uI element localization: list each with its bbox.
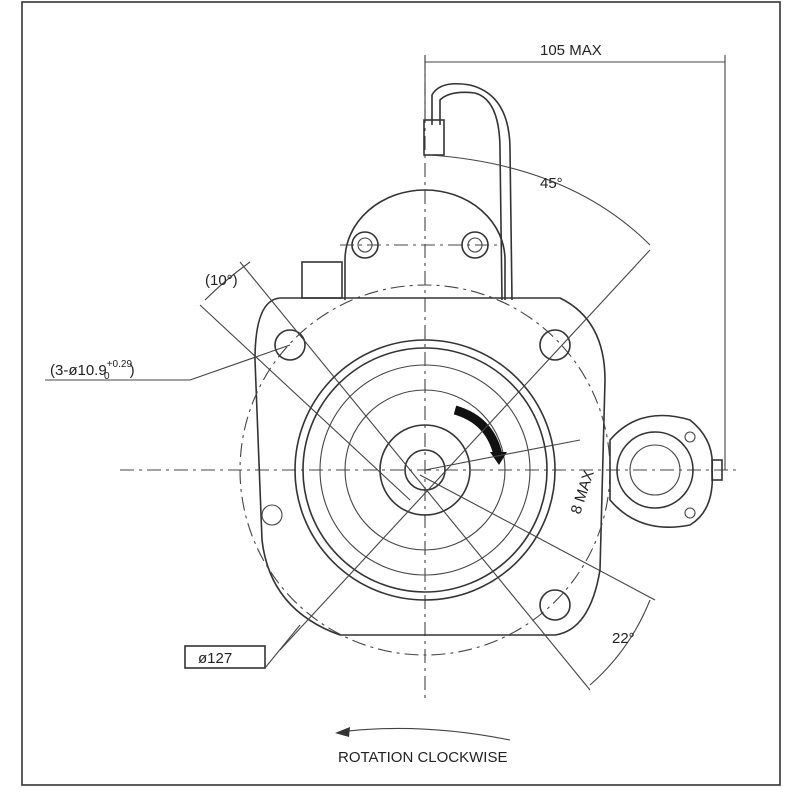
dim-width-label: 105 MAX: [540, 42, 602, 59]
rotation-note: ROTATION CLOCKWISE: [338, 749, 507, 766]
solenoid: [301, 82, 513, 301]
pinion: [379, 424, 471, 516]
shaft: [404, 449, 446, 491]
drawing-border: [21, 1, 781, 786]
diameter-label: ø127: [198, 650, 232, 667]
angle-hole-label: (10°): [205, 272, 238, 289]
mounting-hole: [274, 329, 306, 361]
diameter-box: [184, 645, 266, 669]
angle-bottom-label: 22°: [612, 630, 635, 647]
pilot-outer: [294, 339, 556, 601]
side-motor: [609, 414, 723, 528]
rotation-arrow-icon: [453, 405, 503, 457]
mounting-hole: [539, 589, 571, 621]
mounting-hole: [539, 329, 571, 361]
flange-outline: [254, 297, 606, 636]
offset-label: 8 MAX: [568, 468, 598, 516]
rotation-note-arrow-icon: [339, 727, 511, 741]
angle-top-label: 45°: [540, 175, 563, 192]
